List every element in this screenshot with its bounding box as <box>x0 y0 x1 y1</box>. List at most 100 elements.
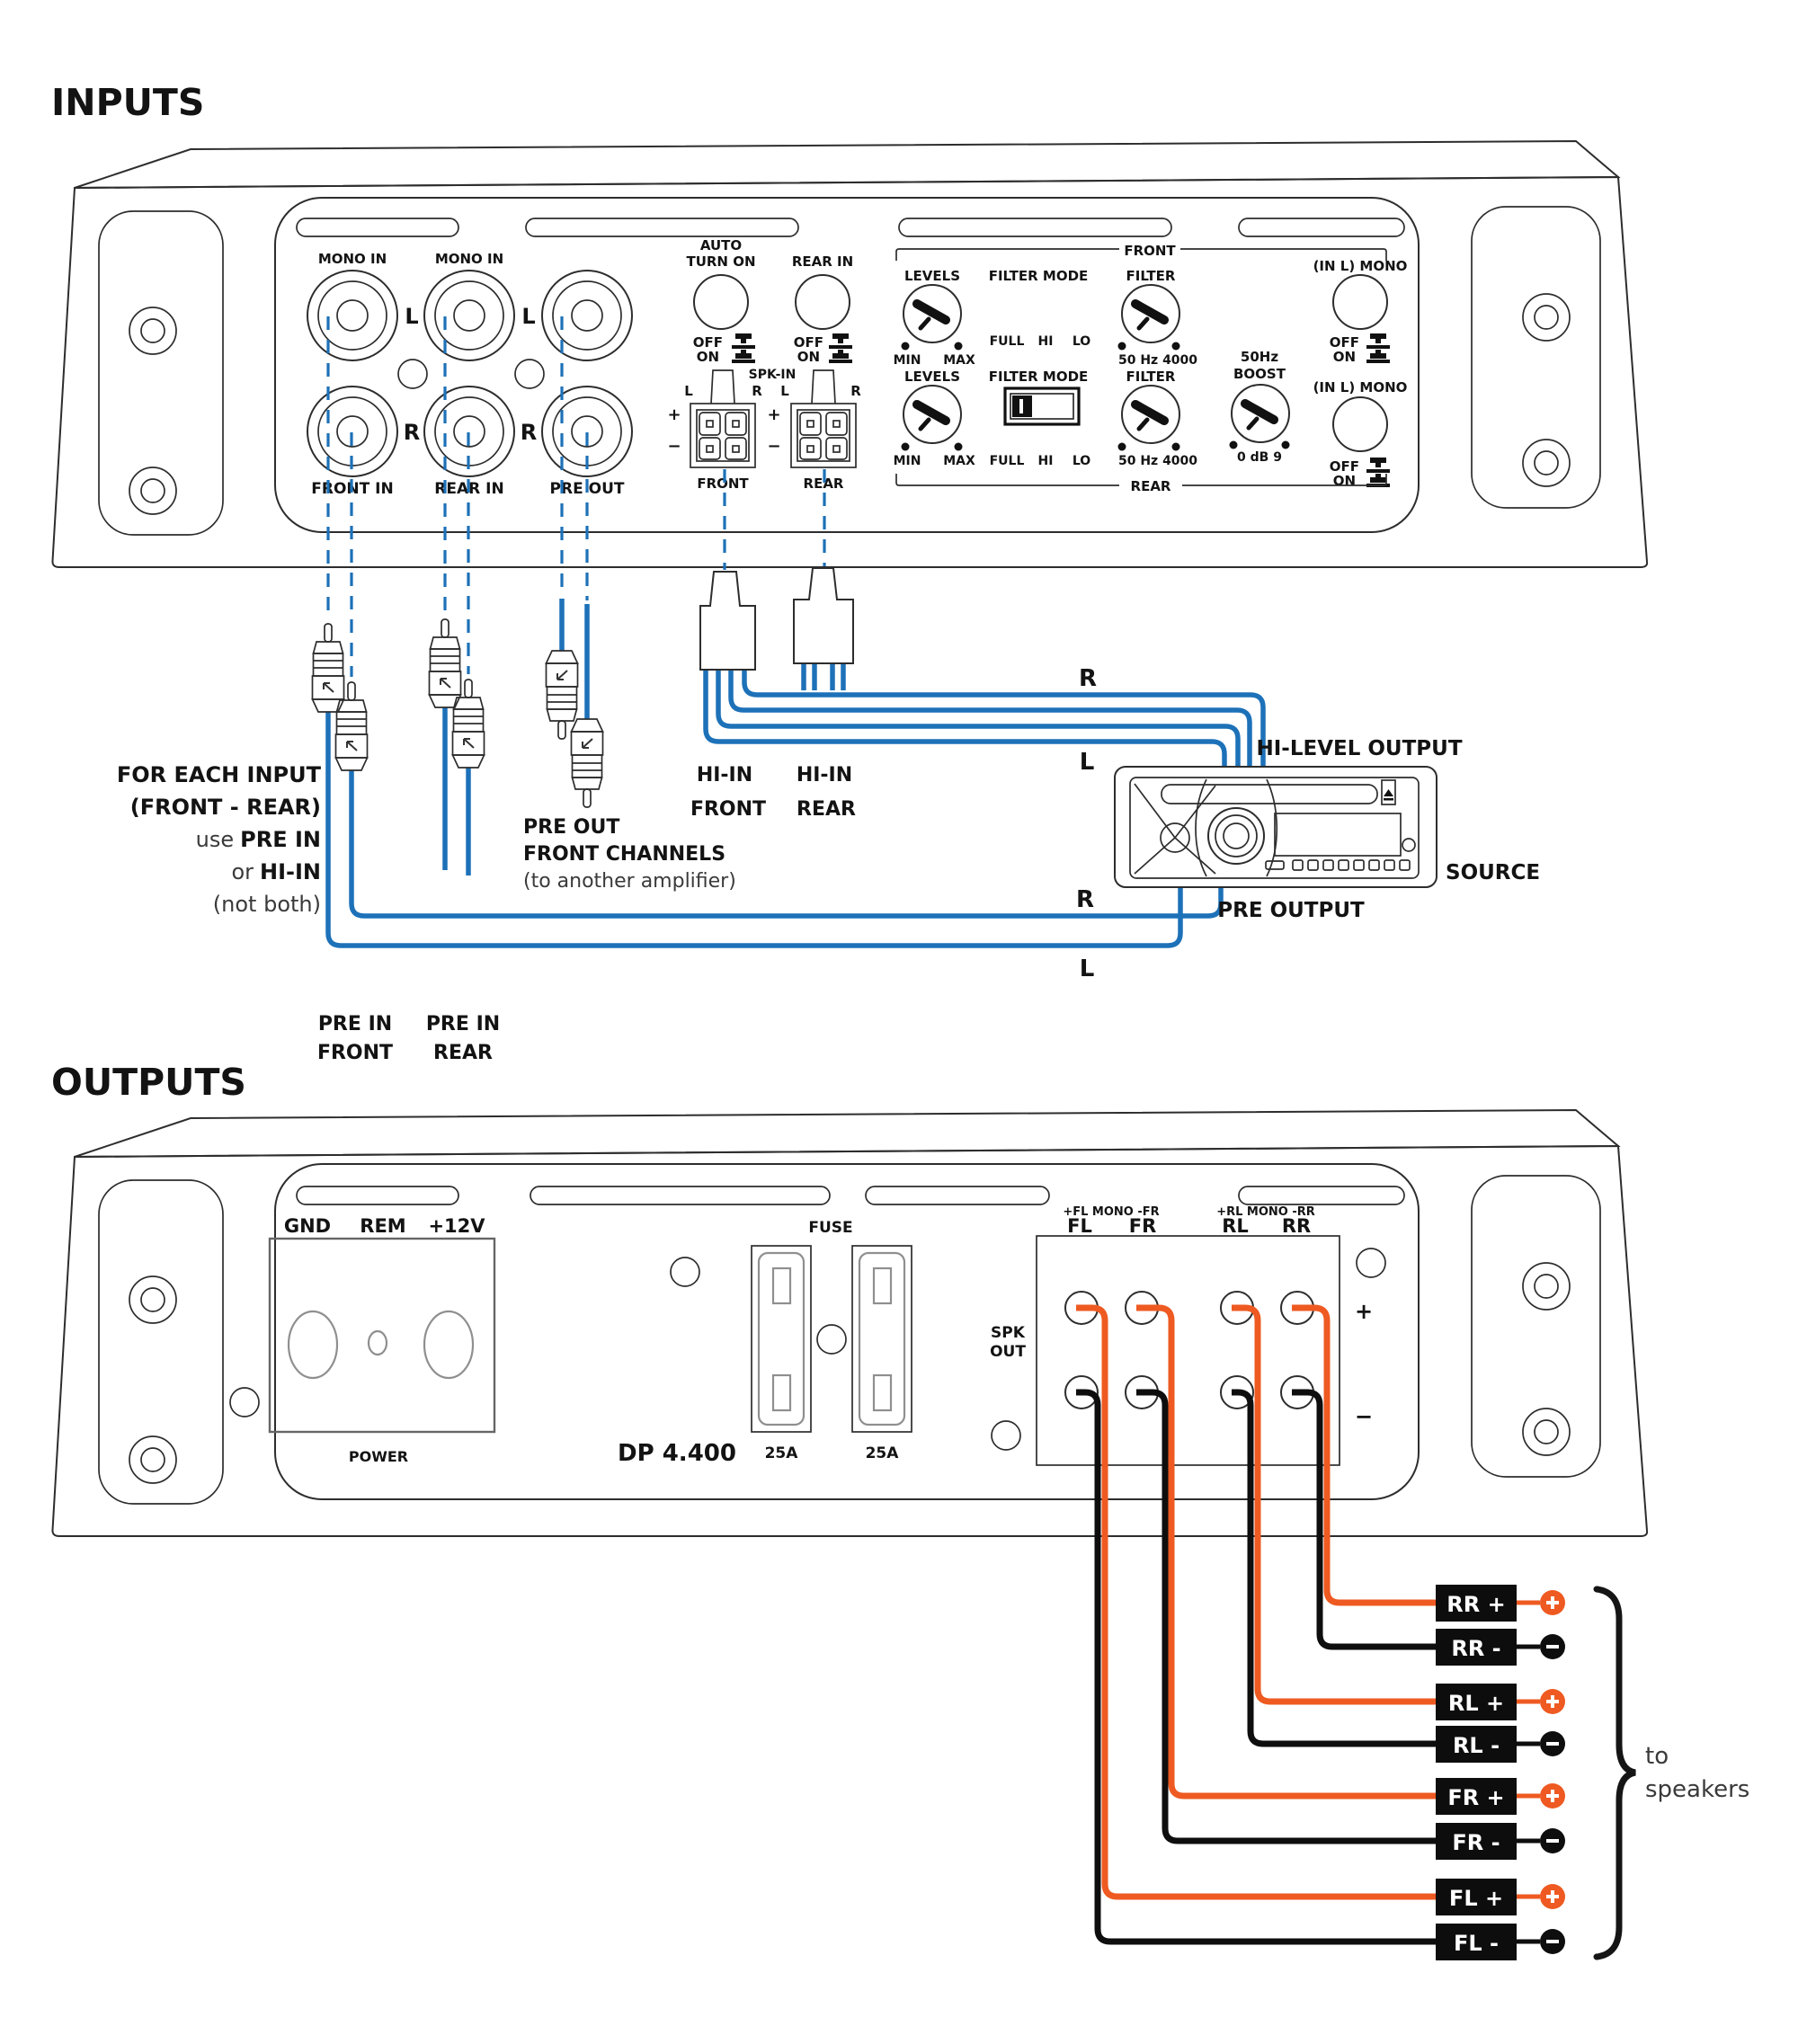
rca-plug-icon[interactable] <box>570 718 604 808</box>
svg-text:OFF: OFF <box>794 334 823 351</box>
head-unit-button-row[interactable] <box>1265 859 1411 871</box>
rear-levels-knob[interactable] <box>903 386 961 443</box>
svg-text:FL -: FL - <box>1454 1931 1499 1956</box>
svg-text:50Hz: 50Hz <box>1241 349 1278 365</box>
terminal-row: RL + <box>1436 1684 1565 1720</box>
terminal-row: FR - <box>1436 1823 1565 1860</box>
auto-turn-on-switch[interactable]: AUTO TURN ON OFF ON <box>686 237 755 365</box>
spk-in-front-connector[interactable] <box>690 369 756 468</box>
fuse-holders[interactable]: FUSE 25A 25A <box>751 1219 912 1462</box>
terminal-row: FR + <box>1436 1778 1565 1815</box>
svg-text:FL: FL <box>1067 1215 1092 1237</box>
svg-text:REAR: REAR <box>433 1042 493 1064</box>
boost-50hz-knob[interactable] <box>1232 385 1289 442</box>
svg-text:BOOST: BOOST <box>1233 366 1286 382</box>
off-on-icon <box>1366 333 1390 363</box>
mono-in-front-l-jack[interactable] <box>307 270 398 361</box>
display <box>1274 813 1402 857</box>
v12-terminal <box>423 1310 475 1380</box>
svg-text:RL -: RL - <box>1453 1733 1500 1758</box>
cd-slot[interactable] <box>1161 784 1378 804</box>
volume-knob[interactable] <box>1207 807 1265 865</box>
svg-text:MIN: MIN <box>894 353 921 368</box>
rca-plug-icon[interactable] <box>334 681 369 771</box>
rear-filter-mode-switch[interactable] <box>1003 387 1081 426</box>
svg-text:FILTER MODE: FILTER MODE <box>989 268 1089 284</box>
screw-icon <box>129 1275 177 1324</box>
screw-icon <box>129 467 177 515</box>
hi-in-connectors <box>699 567 1266 766</box>
terminal-row: FL + <box>1436 1879 1565 1915</box>
off-on-icon <box>732 333 755 363</box>
svg-text:OFF: OFF <box>1330 458 1359 475</box>
svg-text:REM: REM <box>360 1215 405 1237</box>
svg-text:L: L <box>780 383 789 399</box>
rear-in-l-mono-switch[interactable] <box>1332 396 1388 452</box>
head-unit-button[interactable] <box>1402 838 1416 852</box>
to-speakers-callout: to speakers <box>1593 1586 1749 1960</box>
front-in-l-mono-switch[interactable] <box>1332 274 1388 330</box>
speaker-output-block[interactable]: SPK OUT +FL MONO -FR +RL MONO -RR FL FR … <box>990 1205 1373 1466</box>
svg-text:FRONT: FRONT <box>690 798 766 821</box>
note-line: (not both) <box>213 892 321 917</box>
svg-text:FILTER: FILTER <box>1126 268 1176 284</box>
svg-text:ON: ON <box>697 349 719 365</box>
svg-text:speakers: speakers <box>1645 1776 1749 1803</box>
svg-text:0 dB 9: 0 dB 9 <box>1237 450 1282 465</box>
power-terminal-block[interactable]: GND REM +12V POWER <box>268 1215 496 1465</box>
svg-text:+: + <box>667 405 681 424</box>
head-unit-button[interactable] <box>1160 822 1190 853</box>
spk-in-rear-connector[interactable] <box>790 369 857 468</box>
rear-filter-knob[interactable] <box>1122 386 1179 443</box>
rca-plug-icon[interactable] <box>451 679 485 769</box>
eject-button[interactable] <box>1381 779 1396 805</box>
screw-icon <box>514 359 545 389</box>
svg-text:POWER: POWER <box>349 1448 408 1465</box>
svg-text:GND: GND <box>284 1215 331 1237</box>
svg-text:RR +: RR + <box>1446 1592 1505 1617</box>
jack-r-label: R <box>404 420 420 445</box>
svg-text:R: R <box>850 383 861 399</box>
model-label: DP 4.400 <box>618 1440 736 1467</box>
screw-icon <box>1522 293 1571 342</box>
source-head-unit <box>1114 766 1438 888</box>
front-levels-knob[interactable] <box>903 285 961 342</box>
svg-text:25A: 25A <box>866 1444 900 1462</box>
svg-text:REAR IN: REAR IN <box>792 253 853 270</box>
svg-text:−: − <box>767 437 780 456</box>
note-line: (FRONT - REAR) <box>130 795 321 820</box>
front-filter-knob[interactable] <box>1122 285 1179 342</box>
svg-text:ON: ON <box>797 349 820 365</box>
svg-text:50 Hz 4000: 50 Hz 4000 <box>1118 353 1197 368</box>
rca-plugs <box>311 599 1224 948</box>
svg-text:FRONT: FRONT <box>317 1042 393 1064</box>
rem-terminal <box>367 1329 388 1356</box>
mono-in-rear-l-jack[interactable] <box>423 270 515 361</box>
rca-plug-icon[interactable] <box>428 618 462 708</box>
svg-text:MIN: MIN <box>894 454 921 468</box>
off-on-icon <box>829 333 852 363</box>
screw-icon <box>129 1435 177 1484</box>
svg-text:FILTER MODE: FILTER MODE <box>989 369 1089 385</box>
screw-icon <box>1356 1248 1386 1278</box>
pre-out-l-jack[interactable] <box>541 270 633 361</box>
rear-in-switch[interactable]: REAR IN OFF ON <box>792 253 853 365</box>
wire-l-label: L <box>1080 749 1095 776</box>
speaker-terminal-labels: RR + RR - RL + RL - FR + FR - FL + FL - <box>1436 1585 1565 1960</box>
rear-channel-controls: LEVELS MIN MAX FILTER MODE FULL HI LO FI… <box>894 349 1408 494</box>
rca-plug-icon[interactable] <box>311 623 345 713</box>
svg-text:+12V: +12V <box>428 1215 485 1237</box>
svg-text:HI: HI <box>1038 454 1054 468</box>
hi-in-rear-plug[interactable] <box>793 567 854 664</box>
spk-in-connectors: SPK-IN L R + − FRONT L R + − REAR <box>667 368 861 492</box>
svg-text:HI: HI <box>1038 334 1054 349</box>
gnd-terminal <box>287 1310 339 1380</box>
svg-text:MAX: MAX <box>943 353 975 368</box>
rca-plug-icon[interactable] <box>545 650 579 740</box>
hi-in-front-plug[interactable] <box>699 571 756 671</box>
svg-text:+: + <box>1355 1299 1373 1324</box>
svg-text:−: − <box>667 437 681 456</box>
connector-panel <box>274 197 1420 533</box>
